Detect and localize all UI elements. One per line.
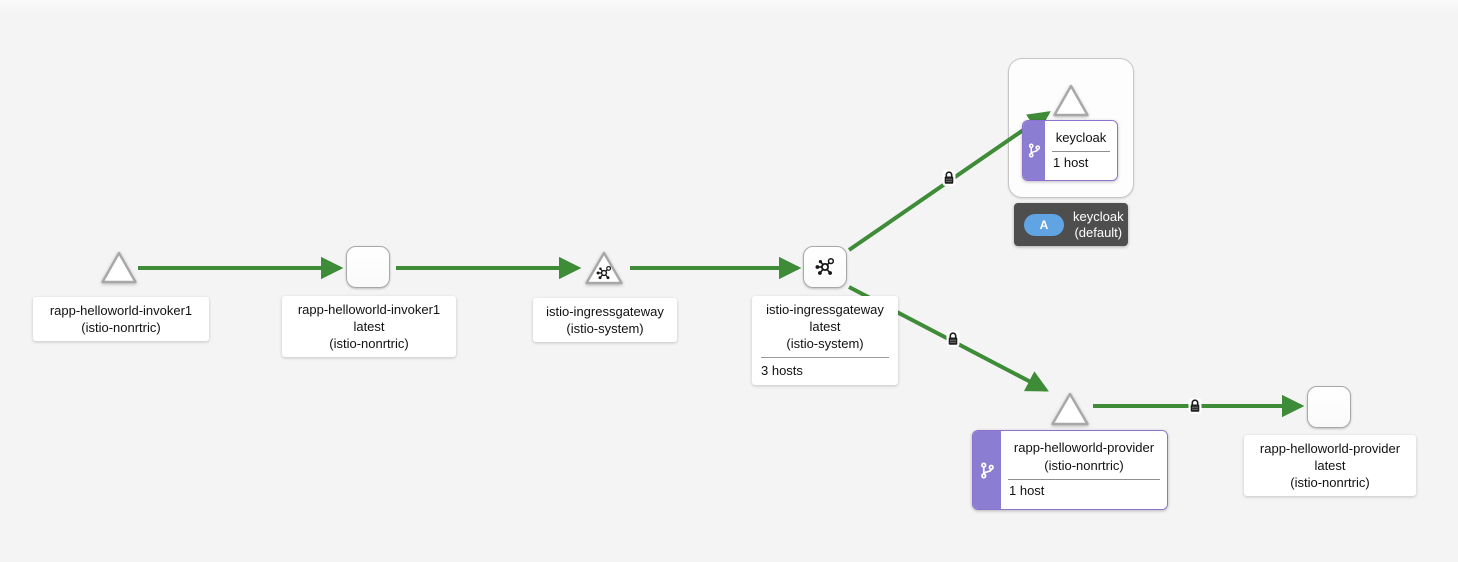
appbox-variant: (default) xyxy=(1074,224,1123,240)
node-label-provider-service[interactable]: rapp-helloworld-provider (istio-nonrtric… xyxy=(972,430,1168,510)
node-title: istio-ingressgateway xyxy=(546,304,664,319)
node-label-invoker1-service[interactable]: rapp-helloworld-invoker1 (istio-nonrtric… xyxy=(33,297,209,341)
label-divider xyxy=(1008,479,1160,480)
node-namespace: (istio-nonrtric) xyxy=(1290,475,1370,490)
virtual-service-band xyxy=(1023,121,1045,180)
node-label-ingress-app[interactable]: istio-ingressgateway latest (istio-syste… xyxy=(752,296,898,385)
node-title: rapp-helloworld-invoker1 xyxy=(297,302,441,317)
node-namespace: (istio-nonrtric) xyxy=(329,336,409,351)
node-label-invoker1-app[interactable]: rapp-helloworld-invoker1 latest (istio-n… xyxy=(282,296,456,357)
code-branch-icon xyxy=(1028,143,1040,158)
label-divider xyxy=(1052,150,1110,152)
node-provider-app[interactable] xyxy=(1307,386,1351,428)
node-title: rapp-helloworld-provider xyxy=(1259,441,1401,456)
node-namespace: (istio-system) xyxy=(566,321,644,336)
node-title: rapp-helloworld-invoker1 xyxy=(49,303,193,318)
appbox-name: keycloak xyxy=(1073,208,1124,224)
node-namespace: (istio-nonrtric) xyxy=(81,320,161,335)
virtual-service-band xyxy=(973,431,1001,509)
node-namespace: (istio-system) xyxy=(786,336,864,351)
node-namespace: (istio-nonrtric) xyxy=(1044,458,1124,473)
label-divider xyxy=(761,357,889,358)
node-hosts: 3 hosts xyxy=(761,363,803,378)
lock-icon xyxy=(941,169,957,187)
node-version: latest xyxy=(1314,458,1346,473)
lock-icon xyxy=(1187,397,1203,415)
node-keycloak-service[interactable] xyxy=(1052,82,1090,118)
lock-icon xyxy=(945,330,961,348)
node-invoker1-service[interactable] xyxy=(100,250,138,285)
service-triangle-icon xyxy=(1051,392,1089,426)
service-triangle-icon xyxy=(585,251,623,285)
node-provider-service[interactable] xyxy=(1050,390,1090,427)
node-label-provider-app[interactable]: rapp-helloworld-provider latest (istio-n… xyxy=(1244,435,1416,496)
keycloak-appbox-label[interactable]: A keycloak (default) xyxy=(1014,203,1128,246)
hub-icon xyxy=(814,257,835,276)
node-title: rapp-helloworld-provider xyxy=(1013,440,1155,455)
node-invoker1-app[interactable] xyxy=(346,246,390,288)
service-triangle-icon xyxy=(1053,84,1089,117)
node-hosts: 1 host xyxy=(1053,154,1089,170)
service-triangle-icon xyxy=(101,251,137,284)
node-label-keycloak-service[interactable]: keycloak 1 host xyxy=(1022,120,1118,181)
node-ingress-app[interactable] xyxy=(803,246,847,288)
node-hosts: 1 host xyxy=(1009,483,1045,498)
node-version: latest xyxy=(353,319,385,334)
app-badge: A xyxy=(1024,213,1064,236)
node-version: latest xyxy=(809,319,841,334)
node-label-ingress-service[interactable]: istio-ingressgateway (istio-system) xyxy=(533,298,677,342)
node-ingress-service[interactable] xyxy=(584,250,624,286)
node-title: istio-ingressgateway xyxy=(766,302,884,317)
code-branch-icon xyxy=(980,462,994,478)
node-title: keycloak xyxy=(1055,129,1107,145)
